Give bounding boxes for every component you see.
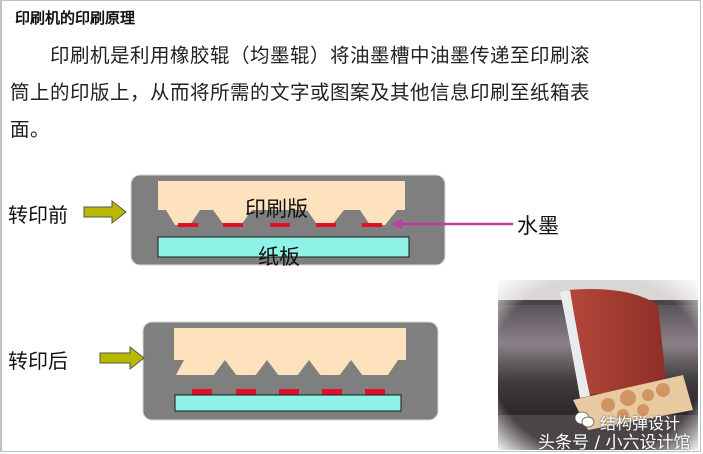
- diagram-before: [83, 174, 513, 266]
- page-title: 印刷机的印刷原理: [15, 9, 136, 27]
- label-after-transfer: 转印后: [8, 349, 68, 373]
- watermark-line-1: 结构弹设计: [600, 414, 681, 433]
- paragraph-line-3: 面。: [10, 118, 51, 141]
- body-paragraph: 印刷机是利用橡胶辊（均墨辊）将油墨槽中油墨传递至印刷滚 筒上的印版上，从而将所需…: [10, 37, 690, 148]
- printing-plate-after: [174, 328, 406, 375]
- paragraph-line-1: 印刷机是利用橡胶辊（均墨辊）将油墨槽中油墨传递至印刷滚: [50, 44, 591, 67]
- ink-bars-after: [192, 389, 385, 395]
- watermark-line-2: 头条号 / 小六设计馆: [538, 433, 691, 453]
- arrow-before: [83, 199, 127, 225]
- printing-plate-before: [158, 181, 405, 225]
- label-cardboard: 纸板: [258, 245, 300, 269]
- cardboard-before: [157, 236, 410, 258]
- label-ink: 水墨: [517, 214, 559, 238]
- arrow-after: [99, 345, 145, 371]
- paragraph-line-2: 筒上的印版上，从而将所需的文字或图案及其他信息印刷至纸箱表: [10, 81, 591, 104]
- cardboard-after: [174, 394, 402, 412]
- label-before-transfer: 转印前: [8, 203, 68, 227]
- printing-press-photo: [498, 280, 698, 450]
- wechat-icon: [574, 411, 595, 428]
- diagram-after: [99, 321, 439, 421]
- label-printing-plate: 印刷版: [245, 197, 308, 221]
- ink-bars-before: [178, 223, 382, 227]
